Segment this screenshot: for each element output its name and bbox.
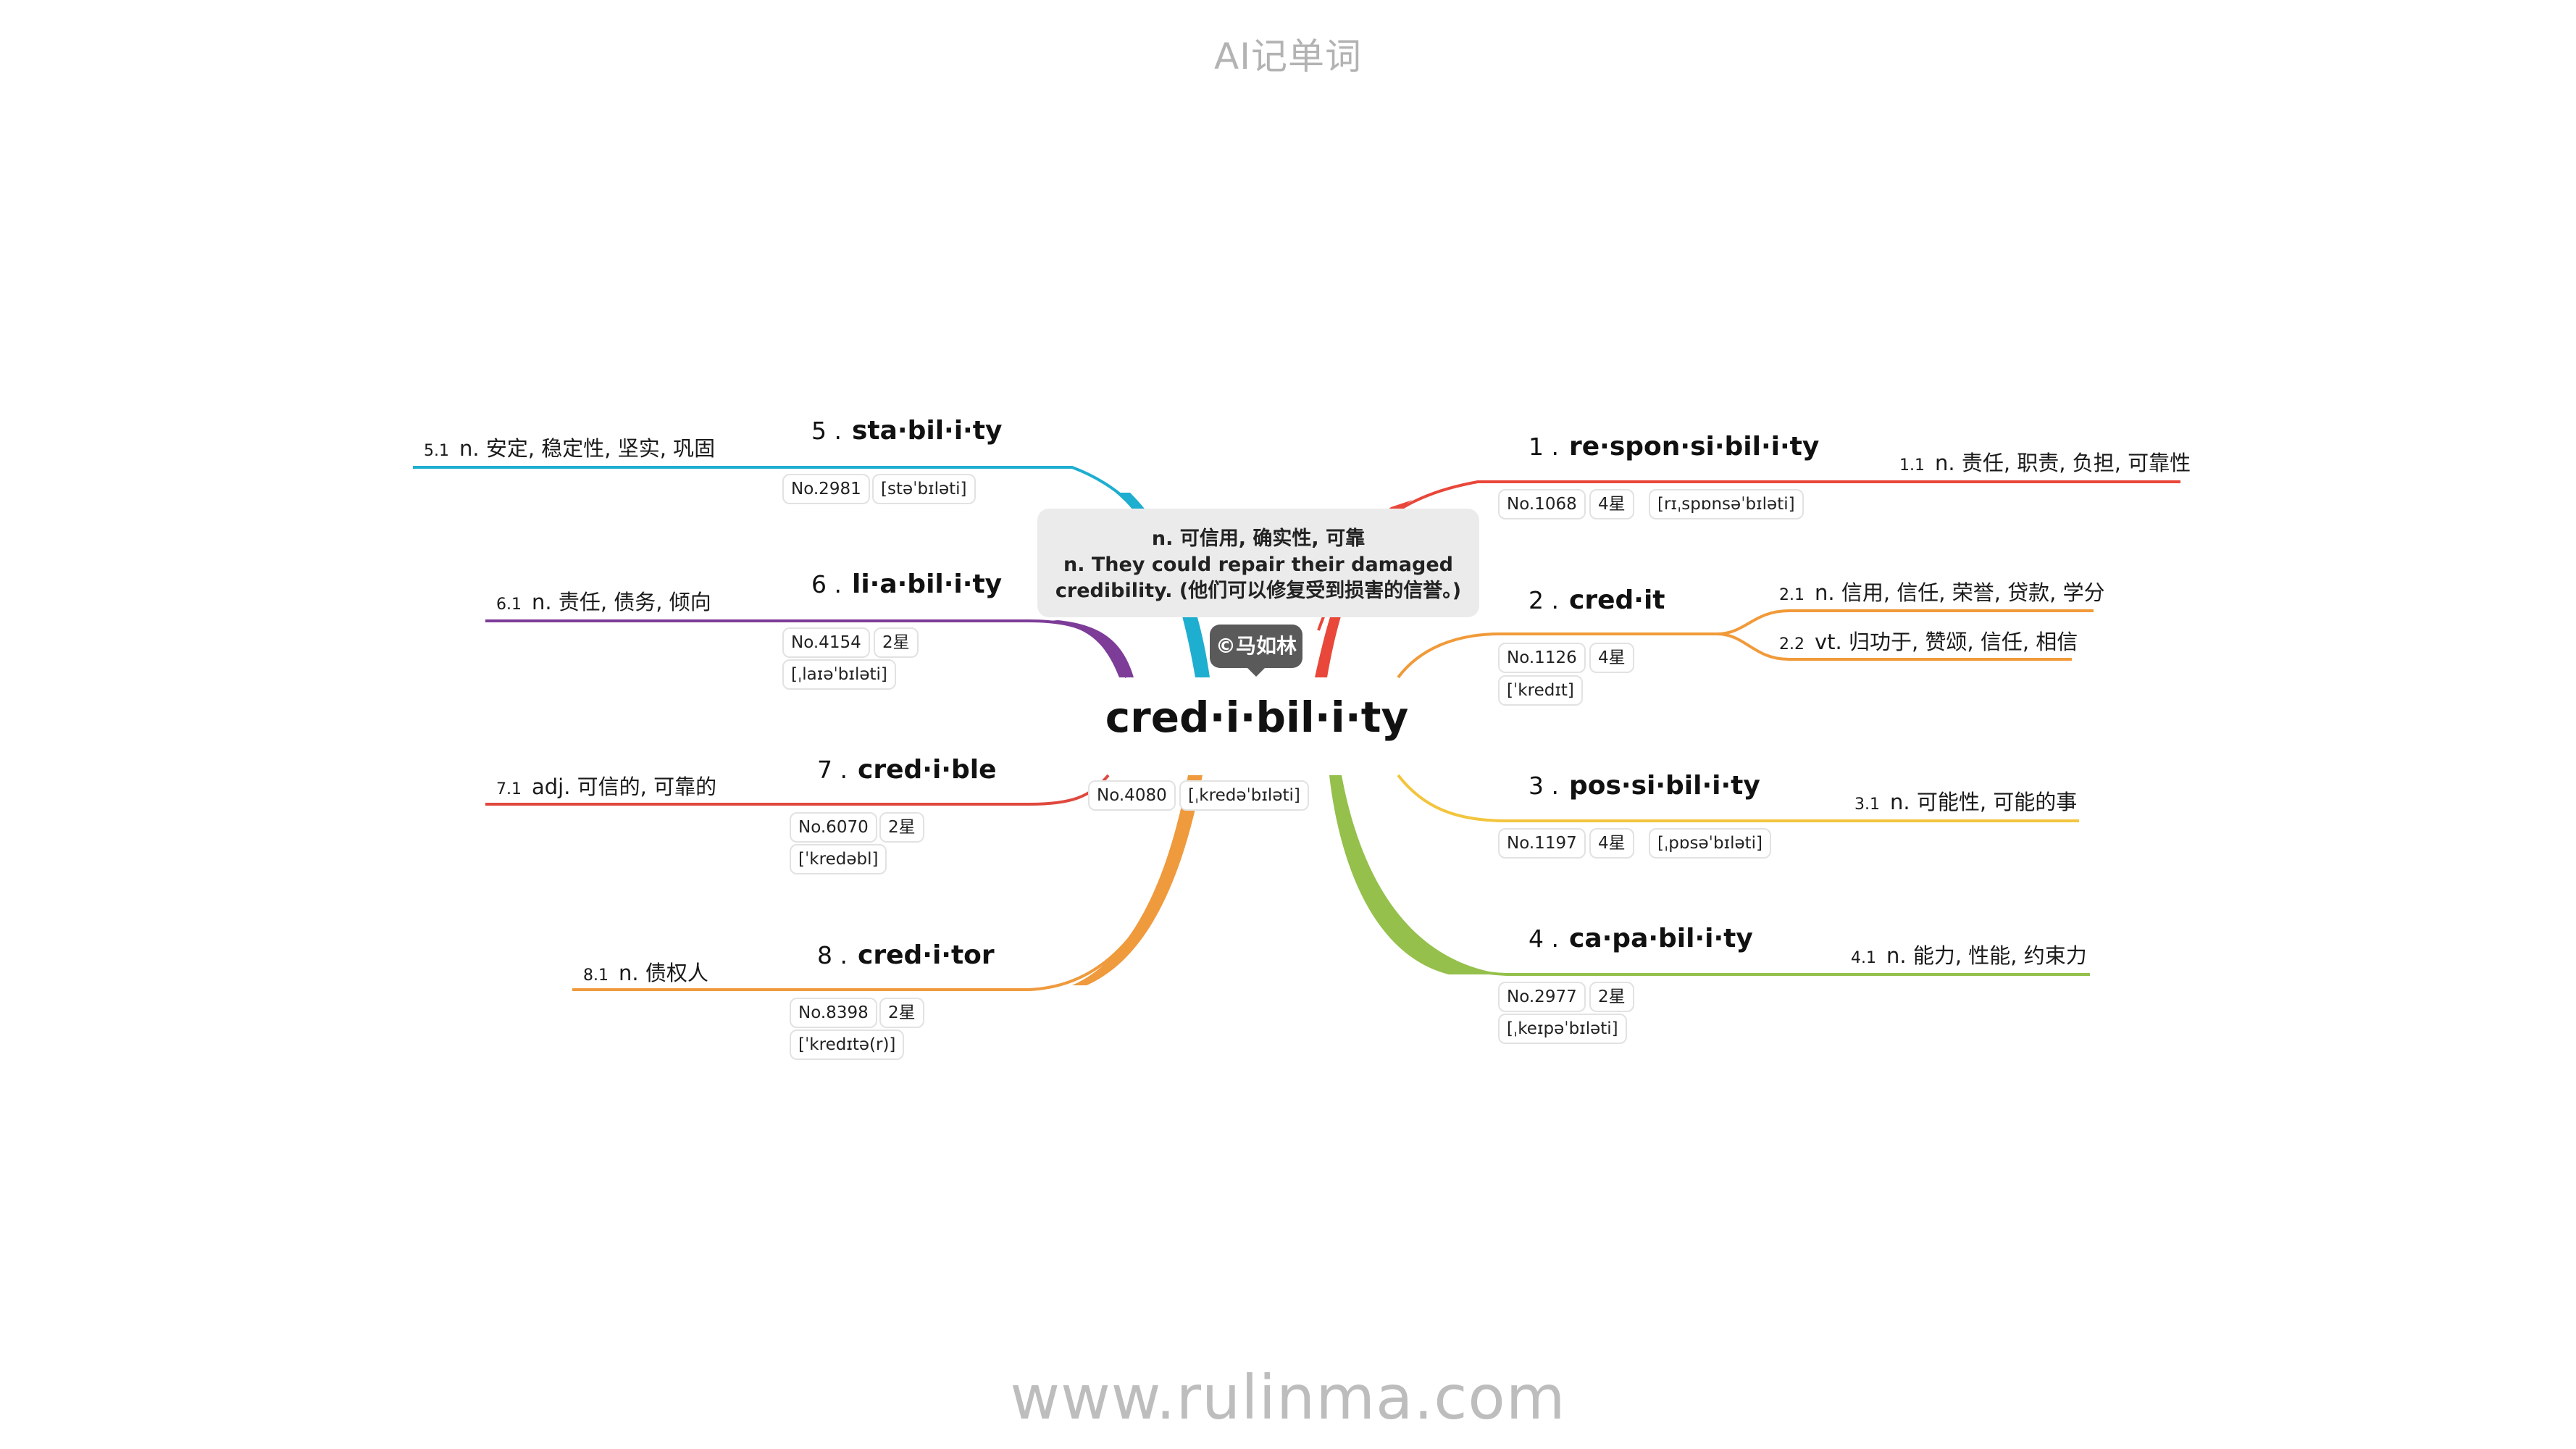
definition-5-1: 5.1 n. 安定, 稳定性, 坚实, 巩固 <box>424 432 715 462</box>
branch-number-5: 5 . <box>811 417 842 445</box>
definition-text: n. 债权人 <box>619 961 708 985</box>
star-rating-tag: 2星 <box>1589 982 1634 1012</box>
branch-word-1[interactable]: 1 . re·spon·si·bil·i·ty <box>1529 432 1819 462</box>
branch-trunk-5 <box>1116 493 1210 677</box>
branch-word-text-1: re·spon·si·bil·i·ty <box>1568 432 1820 462</box>
phonetic-tag: [ˌkeɪpəˈbɪləti] <box>1498 1014 1627 1044</box>
phonetic-tag: [ˈkredəbl] <box>790 844 887 874</box>
word-number-tag: No.1068 <box>1498 489 1586 519</box>
header-title: AI记单词 <box>1214 36 1362 78</box>
definition-text: vt. 归功于, 赞颂, 信任, 相信 <box>1815 630 2078 654</box>
definition-7-1: 7.1 adj. 可信的, 可靠的 <box>496 770 716 801</box>
center-word[interactable]: cred·i·bil·i·ty <box>1105 693 1409 742</box>
branch-number-7: 7 . <box>817 756 848 784</box>
center-number-tag: No.4080 <box>1088 780 1176 811</box>
word-number-tag: No.8398 <box>790 998 877 1028</box>
phonetic-tag: [ˈkredɪtə(r)] <box>790 1030 905 1060</box>
definition-number: 1.1 <box>1899 456 1925 475</box>
definition-text: n. 可能性, 可能的事 <box>1890 790 2078 814</box>
definition-text: n. 安定, 稳定性, 坚实, 巩固 <box>459 436 716 461</box>
branch-fork-2a <box>1716 609 2094 635</box>
definition-number: 4.1 <box>1851 949 1876 967</box>
tooltip-line-1: n. 可信用, 确实性, 可靠 <box>1151 527 1366 550</box>
branch-number-6: 6 . <box>811 570 842 598</box>
definition-2-1: 2.1 n. 信用, 信任, 荣誉, 贷款, 学分 <box>1779 576 2105 606</box>
branch-line-2 <box>1397 632 1717 679</box>
branch-trunk-6 <box>1043 620 1134 677</box>
branch-word-text-5: sta·bil·i·ty <box>851 416 1003 446</box>
branch-word-8[interactable]: 8 . cred·i·tor <box>817 940 995 970</box>
star-rating-tag: 4星 <box>1589 828 1634 859</box>
branch-word-7[interactable]: 7 . cred·i·ble <box>817 755 996 785</box>
star-rating-tag: 2星 <box>879 998 924 1028</box>
star-rating-tag: 2星 <box>874 627 919 658</box>
word-number-tag: No.1126 <box>1498 643 1586 673</box>
author-badge: ©马如林 <box>1210 625 1302 677</box>
definition-text: n. 能力, 性能, 约束力 <box>1886 943 2087 968</box>
branch-word-text-8: cred·i·tor <box>857 940 995 970</box>
tooltip-line-2: n. They could repair their damaged <box>1063 554 1453 576</box>
branch-number-1: 1 . <box>1529 433 1559 461</box>
branch-word-3[interactable]: 3 . pos·si·bil·i·ty <box>1529 771 1760 801</box>
branch-number-8: 8 . <box>817 941 848 969</box>
branch-trunk-4 <box>1329 775 1507 974</box>
phonetic-tag: [stəˈbɪləti] <box>872 474 976 504</box>
phonetic-tag: [ˌlaɪəˈbɪləti] <box>782 659 896 690</box>
branch-fork-2b <box>1716 632 2072 661</box>
definition-6-1: 6.1 n. 责任, 债务, 倾向 <box>496 585 711 616</box>
branch-word-6[interactable]: 6 . li·a·bil·i·ty <box>811 569 1002 599</box>
definition-number: 7.1 <box>496 780 522 798</box>
branch-number-2: 2 . <box>1529 586 1559 614</box>
branch-word-text-4: ca·pa·bil·i·ty <box>1568 924 1753 953</box>
branch-trunk-1 <box>1315 500 1413 677</box>
branch-word-text-3: pos·si·bil·i·ty <box>1568 771 1760 801</box>
branch-word-4[interactable]: 4 . ca·pa·bil·i·ty <box>1529 924 1753 953</box>
definition-3-1: 3.1 n. 可能性, 可能的事 <box>1854 785 2077 816</box>
definition-2-2: 2.2 vt. 归功于, 赞颂, 信任, 相信 <box>1779 625 2078 656</box>
star-rating-tag: 4星 <box>1589 643 1634 673</box>
definition-number: 2.2 <box>1779 635 1805 653</box>
word-number-tag: No.1197 <box>1498 828 1586 859</box>
definition-tooltip: n. 可信用, 确实性, 可靠 n. They could repair the… <box>1037 509 1479 617</box>
definition-text: n. 责任, 职责, 负担, 可靠性 <box>1935 451 2191 475</box>
definition-number: 3.1 <box>1854 796 1880 814</box>
branch-number-4: 4 . <box>1529 924 1559 953</box>
star-rating-tag: 2星 <box>879 812 924 843</box>
branch-line-3 <box>1397 774 2079 822</box>
word-number-tag: No.6070 <box>790 812 877 843</box>
footer-url: www.rulinma.com <box>1010 1362 1566 1433</box>
branch-word-2[interactable]: 2 . cred·it <box>1529 585 1665 615</box>
branch-word-text-6: li·a·bil·i·ty <box>851 569 1003 599</box>
branch-word-text-7: cred·i·ble <box>857 755 997 785</box>
phonetic-tag: [rɪˌspɒnsəˈbɪləti] <box>1649 489 1804 519</box>
branch-number-3: 3 . <box>1529 772 1559 800</box>
definition-number: 5.1 <box>424 442 449 460</box>
phonetic-tag: [ˌpɒsəˈbɪləti] <box>1649 828 1772 859</box>
phonetic-tag: [ˈkredɪt] <box>1498 675 1583 706</box>
star-rating-tag: 4星 <box>1589 489 1634 519</box>
word-number-tag: No.2981 <box>782 474 870 504</box>
definition-number: 2.1 <box>1779 586 1805 604</box>
definition-1-1: 1.1 n. 责任, 职责, 负担, 可靠性 <box>1899 446 2191 477</box>
definition-number: 8.1 <box>583 966 609 985</box>
center-phonetic-tag: [ˌkredəˈbɪləti] <box>1179 780 1309 811</box>
branch-word-text-2: cred·it <box>1568 585 1665 615</box>
word-number-tag: No.4154 <box>782 627 870 658</box>
branch-word-5[interactable]: 5 . sta·bil·i·ty <box>811 416 1002 446</box>
word-number-tag: No.2977 <box>1498 982 1586 1012</box>
definition-text: adj. 可信的, 可靠的 <box>532 774 717 799</box>
definition-number: 6.1 <box>496 596 522 614</box>
definition-4-1: 4.1 n. 能力, 性能, 约束力 <box>1851 939 2087 969</box>
definition-text: n. 责任, 债务, 倾向 <box>532 590 711 614</box>
definition-text: n. 信用, 信任, 荣誉, 贷款, 学分 <box>1815 580 2105 605</box>
tooltip-line-3: credibility. (他们可以修复受到损害的信誉。) <box>1055 580 1462 602</box>
definition-8-1: 8.1 n. 债权人 <box>583 956 708 987</box>
